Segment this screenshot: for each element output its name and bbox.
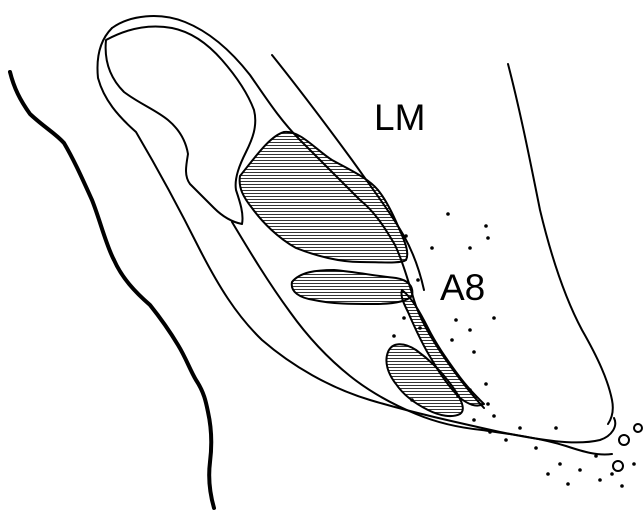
middle-hatched-region bbox=[292, 270, 413, 304]
upper-hatched-region bbox=[240, 132, 408, 263]
right-boundary-line bbox=[508, 64, 613, 424]
label-lm: LM bbox=[374, 97, 425, 138]
open-circle-markers bbox=[613, 424, 642, 471]
label-a8: A8 bbox=[440, 267, 485, 308]
